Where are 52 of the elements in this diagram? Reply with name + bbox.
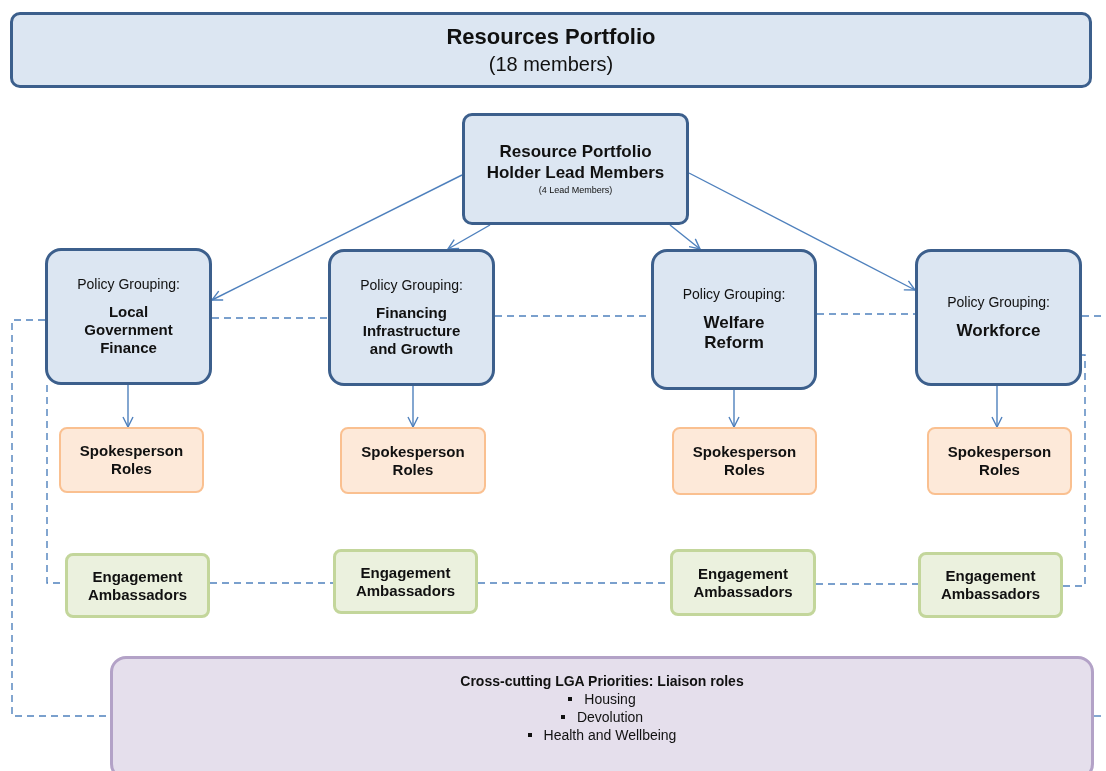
title-text: Policy Grouping: <box>360 277 463 294</box>
bullet-text: Health and Wellbeing <box>543 726 677 745</box>
title-text: Engagement Ambassadors <box>692 564 794 601</box>
bullet-text: Housing <box>584 689 636 708</box>
arrow <box>122 384 134 428</box>
arrow <box>407 385 419 428</box>
subtitle-text: Local Government Finance <box>83 302 174 357</box>
ambassadors-box <box>670 549 816 616</box>
subtitle-text: (18 members) <box>488 52 614 77</box>
subtitle-text: Financing Infrastructure and Growth <box>361 303 462 358</box>
title-text: Resources Portfolio <box>446 23 656 51</box>
dashed-connector <box>1062 354 1086 587</box>
title-text: Spokesperson Roles <box>360 442 466 479</box>
title-text: Policy Grouping: <box>947 293 1050 311</box>
ambassadors-box <box>333 549 478 614</box>
policy-grouping-box <box>915 249 1082 386</box>
priorities-box <box>110 656 1094 771</box>
title-text: Spokesperson Roles <box>78 442 185 478</box>
policy-grouping-box <box>328 249 495 386</box>
dashed-connector <box>209 582 334 584</box>
role-box <box>340 427 486 494</box>
lead-members-box <box>462 113 689 225</box>
title-text: Engagement Ambassadors <box>354 563 457 600</box>
ambassadors-box <box>918 552 1063 618</box>
ambassadors-box <box>65 553 210 618</box>
title-text: Policy Grouping: <box>77 276 180 293</box>
dashed-connector <box>816 313 916 315</box>
arrow <box>688 172 916 291</box>
subtitle-text: Welfare Reform <box>702 312 766 354</box>
heading-text: Cross-cutting LGA Priorities: Liaison roles <box>460 673 744 690</box>
title-text: Spokesperson Roles <box>691 443 798 479</box>
role-box <box>672 427 817 495</box>
portfolio-banner <box>10 12 1092 88</box>
dashed-connector <box>815 583 919 585</box>
subtitle-text: (4 Lead Members) <box>538 185 613 196</box>
dashed-connector <box>211 317 329 319</box>
arrow <box>211 174 463 301</box>
role-box <box>59 427 204 493</box>
arrow <box>728 389 740 428</box>
policy-grouping-box <box>45 248 212 385</box>
arrow <box>447 224 491 250</box>
arrow <box>669 224 701 250</box>
subtitle-text: Workforce <box>956 320 1041 342</box>
bullet-text: Devolution <box>576 708 644 727</box>
title-text: Policy Grouping: <box>682 285 786 303</box>
title-text: Engagement Ambassadors <box>86 567 189 604</box>
role-box <box>927 427 1072 495</box>
title-text: Spokesperson Roles <box>946 443 1053 479</box>
policy-grouping-box <box>651 249 817 390</box>
title-text: Engagement Ambassadors <box>939 567 1042 603</box>
title-text: Resource Portfolio Holder Lead Members <box>485 142 666 183</box>
arrow <box>991 385 1003 428</box>
